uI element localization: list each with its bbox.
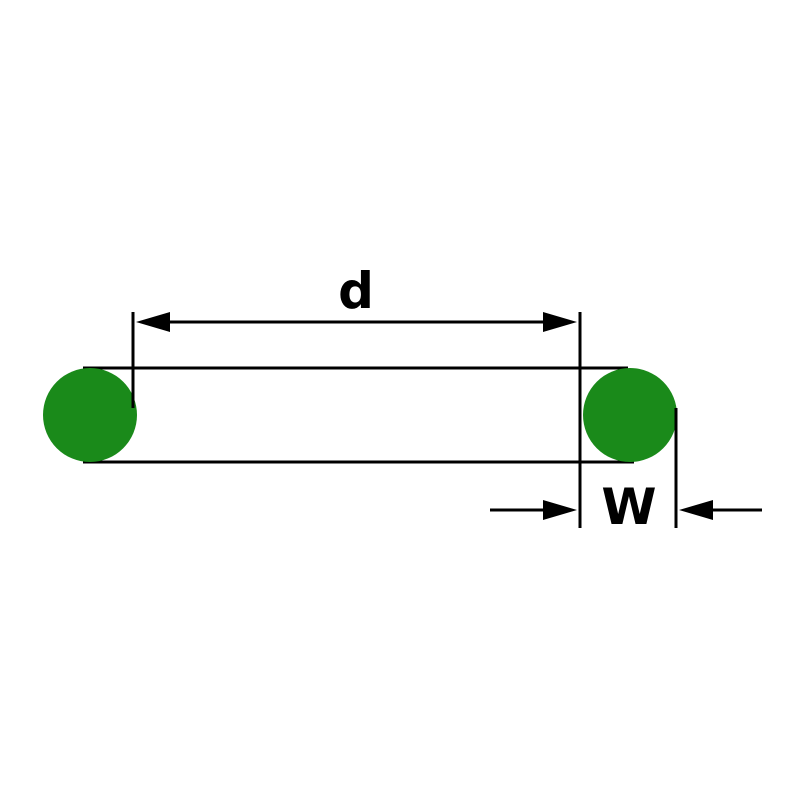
w-arrowhead-right-icon (679, 500, 713, 520)
oring-left-cross-section (43, 368, 137, 462)
w-arrowhead-left-icon (543, 500, 577, 520)
d-dimension-arrow (136, 312, 577, 332)
inner-diameter-label: d (338, 262, 374, 320)
d-arrowhead-right-icon (543, 312, 577, 332)
cross-section-width-label: W (601, 478, 656, 536)
w-arrow-left (490, 500, 577, 520)
d-arrowhead-left-icon (136, 312, 170, 332)
oring-right-cross-section (583, 368, 677, 462)
w-arrow-right (679, 500, 762, 520)
